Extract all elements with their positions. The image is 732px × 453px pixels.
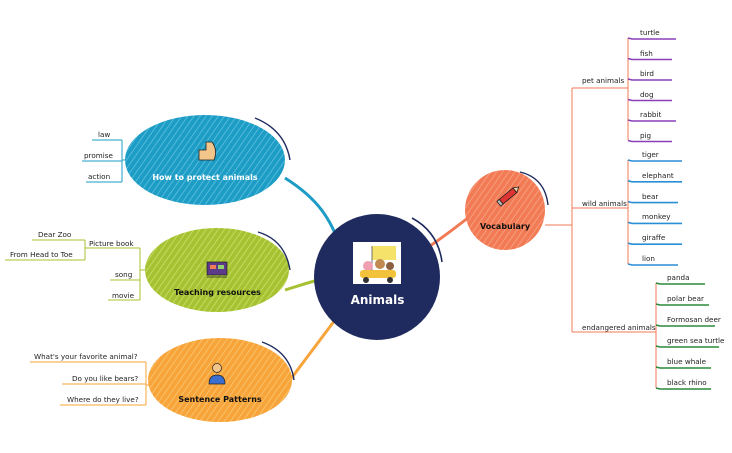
leaf-underline — [627, 57, 672, 61]
vocabulary-item: rabbit — [640, 110, 662, 119]
leaf-underline — [627, 242, 682, 245]
vocabulary-item: Formosan deer — [667, 315, 721, 324]
connector-sentence — [288, 319, 337, 381]
vocabulary-item: elephant — [642, 170, 674, 180]
list-item: Do you like bears? — [72, 374, 139, 383]
vocabulary-item: lion — [642, 254, 655, 263]
leaf-underline — [655, 345, 719, 348]
blackboard-icon — [206, 261, 228, 278]
leaf-underline — [655, 324, 715, 327]
leaf-underline — [627, 221, 682, 225]
center-sketch-stroke — [411, 217, 443, 263]
vocabulary-item: giraffe — [642, 233, 666, 243]
teaching-title: Teaching resources — [174, 288, 261, 297]
sentence-sketch-stroke — [261, 341, 295, 381]
list-item: From Head to Toe — [10, 250, 73, 259]
connector-teaching — [284, 278, 319, 292]
vocabulary-node[interactable] — [465, 170, 545, 250]
leaf-underline — [627, 263, 678, 266]
leaf-underline — [627, 180, 682, 183]
vocabulary-item: dog — [640, 89, 654, 99]
leaf-underline — [655, 387, 711, 390]
leaf-underline — [627, 139, 672, 143]
pencil-icon — [496, 186, 520, 207]
list-item: action — [88, 172, 111, 181]
sentence-title: Sentence Patterns — [178, 395, 262, 404]
group-label-wild: wild animals — [582, 199, 627, 208]
leaf-underline — [627, 200, 678, 204]
list-item: What's your favorite animal? — [34, 352, 138, 361]
vocabulary-item: panda — [667, 273, 690, 282]
muscle-icon — [198, 141, 216, 161]
leaf-underline — [655, 366, 711, 369]
vocabulary-item: green sea turtle — [667, 336, 725, 345]
list-item: movie — [112, 291, 135, 300]
vocabulary-title: Vocabulary — [479, 222, 531, 231]
vocabulary-item: blue whale — [667, 357, 707, 366]
vocabulary-item: bird — [640, 69, 654, 78]
leaf-underline — [627, 37, 676, 40]
vocabulary-item: fish — [640, 48, 653, 58]
list-item: law — [98, 130, 111, 139]
leaf-underline — [627, 78, 672, 81]
animals-car-icon — [353, 242, 401, 284]
vocabulary-item: bear — [642, 191, 659, 201]
vocabulary-tree-lines — [545, 38, 657, 388]
center-title: Animals — [350, 293, 405, 307]
vocabulary-item: turtle — [640, 28, 660, 37]
vocabulary-item: pig — [640, 130, 652, 140]
leaf-underline — [627, 98, 672, 102]
list-item: Where do they live? — [67, 395, 139, 404]
protect-sketch-stroke — [254, 117, 291, 161]
protect-title: How to protect animals — [152, 173, 258, 182]
vocabulary-item: black rhino — [667, 378, 707, 387]
list-item: song — [115, 270, 133, 279]
vocabulary-item: monkey — [642, 212, 671, 222]
list-item: Dear Zoo — [38, 230, 72, 239]
vocabulary-leaf-lines — [627, 37, 719, 390]
vocabulary-sketch-stroke — [519, 171, 549, 206]
list-item: promise — [84, 151, 113, 160]
person-icon — [208, 363, 226, 385]
teaching-tree-lines — [5, 239, 148, 301]
leaf-underline — [655, 282, 705, 285]
list-item: Picture book — [89, 239, 134, 248]
leaf-underline — [627, 159, 682, 162]
leaf-underline — [627, 119, 676, 122]
vocabulary-item: polar bear — [667, 294, 704, 303]
vocabulary-item: tiger — [642, 150, 659, 159]
teaching-sketch-stroke — [257, 231, 291, 271]
leaf-underline — [655, 303, 709, 306]
group-label-pet: pet animals — [582, 76, 625, 85]
group-label-endangered: endangered animals — [582, 323, 656, 332]
